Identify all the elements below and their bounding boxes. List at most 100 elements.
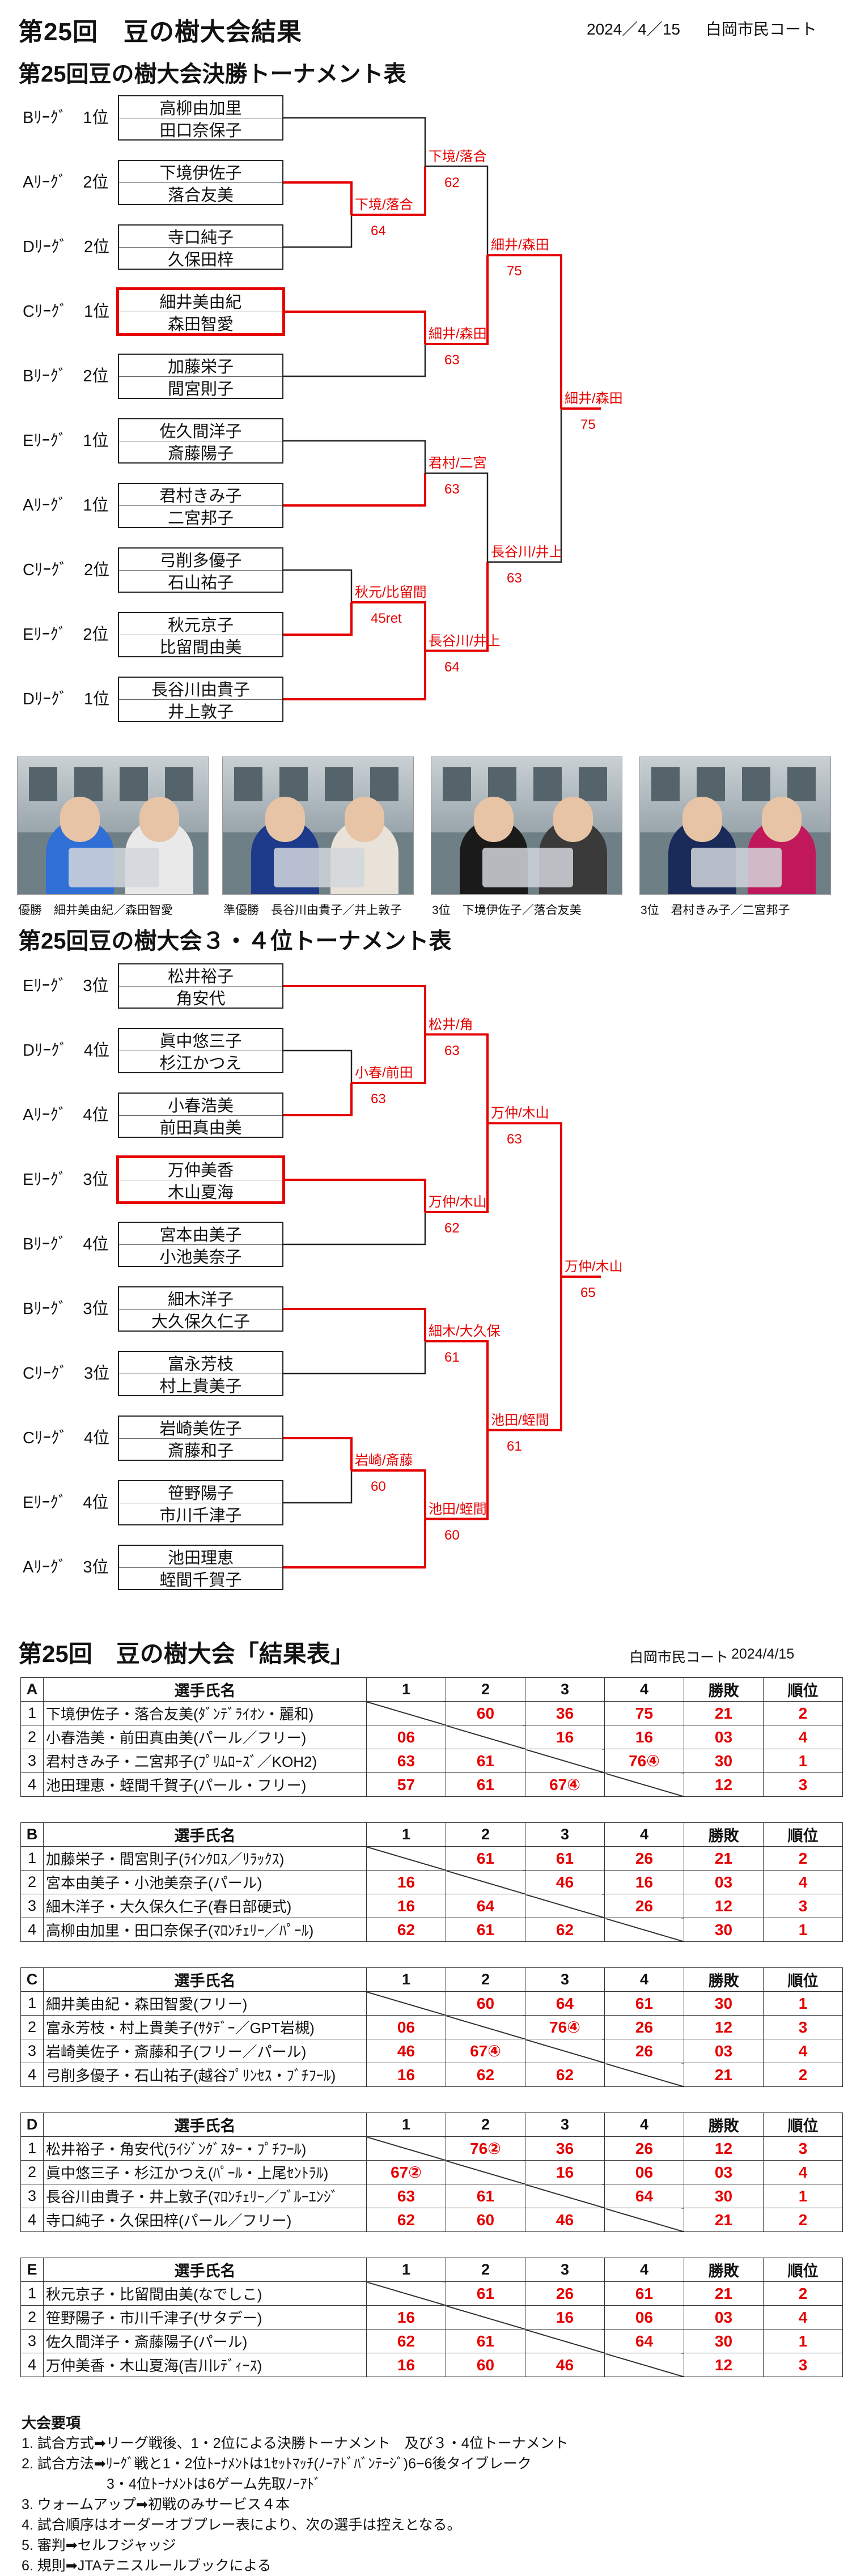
league-position: Bﾘｰｸﾞ 3位 <box>23 1300 109 1318</box>
winner-pair: 長谷川/井上 <box>491 544 563 560</box>
player-name: 斎藤和子 <box>119 1438 282 1460</box>
win-loss: 30 <box>684 2184 764 2208</box>
rank: 3 <box>763 1772 843 1797</box>
league-position: Aﾘｰｸﾞ 2位 <box>23 173 109 192</box>
score-cell: 62 <box>525 2063 605 2087</box>
pair-name: 小春浩美・前田真由美(パール／フリー) <box>43 1725 367 1749</box>
player-face <box>345 797 384 842</box>
col-opponent: 1 <box>366 1822 446 1847</box>
winner-pair: 万仲/木山 <box>565 1259 623 1274</box>
player-name: 杉江かつえ <box>119 1051 282 1073</box>
score-cell: 26 <box>525 2281 605 2306</box>
col-opponent: 3 <box>525 2258 605 2282</box>
pair-box: 宮本由美子小池美奈子 <box>118 1222 283 1267</box>
pair-name: 細井美由紀・森田智愛(フリー) <box>43 1991 367 2016</box>
player-name: 細井美由紀 <box>159 294 242 312</box>
match-score: 62 <box>444 1221 460 1236</box>
win-loss: 12 <box>684 2136 764 2161</box>
pair-name: 高柳由加里・田口奈保子(ﾏﾛﾝﾁｪﾘｰ／ﾊﾟｰﾙ) <box>43 1918 367 1942</box>
pair-box: 富永芳枝村上貴美子 <box>118 1351 283 1396</box>
bracket-line <box>283 1212 426 1246</box>
pair-box: 細井美由紀森田智愛 <box>116 287 285 336</box>
col-rank: 順位 <box>763 2258 843 2282</box>
player-name: 宮本由美子 <box>159 1226 242 1244</box>
window <box>443 767 471 801</box>
match-score: 60 <box>371 1479 386 1494</box>
winner-pair: 細木/大久保 <box>429 1324 501 1339</box>
score-cell: 76④ <box>604 1749 684 1773</box>
pair-name: 万仲美香・木山夏海(吉川ﾚﾃﾞｨｰｽ) <box>43 2353 367 2377</box>
pair-box: 高柳由加里田口奈保子 <box>118 95 283 141</box>
win-loss: 03 <box>684 2160 764 2184</box>
winner-path <box>283 1519 426 1568</box>
win-loss: 12 <box>684 1772 764 1797</box>
pair-name: 寺口純子・久保田梓(パール／フリー) <box>43 2208 367 2232</box>
col-opponent: 3 <box>525 2112 605 2137</box>
match-score: 60 <box>444 1527 460 1543</box>
rank: 3 <box>763 1894 843 1918</box>
score-cell: 67② <box>366 2160 446 2184</box>
match-score: 63 <box>444 1043 460 1059</box>
winner-pair: 小春/前田 <box>355 1065 413 1081</box>
match-score: 45ret <box>371 611 402 626</box>
pair-name: 秋元京子・比留間由美(なでしこ) <box>43 2281 367 2306</box>
league-position: Bﾘｰｸﾞ 2位 <box>23 367 109 385</box>
row-number: 4 <box>20 1918 44 1942</box>
player-name: 木山夏海 <box>119 1180 282 1202</box>
rank: 3 <box>763 2353 843 2377</box>
pair-box: 眞中悠三子杉江かつえ <box>118 1028 283 1073</box>
row-number: 1 <box>20 2136 44 2161</box>
score-cell: 06 <box>604 2160 684 2184</box>
self-match-cell <box>525 2039 605 2063</box>
league-id: C <box>20 1967 44 1992</box>
league-position: Aﾘｰｸﾞ 4位 <box>23 1106 109 1124</box>
league-position: Cﾘｰｸﾞ 4位 <box>23 1429 110 1447</box>
score-cell: 26 <box>604 2136 684 2161</box>
rank: 1 <box>763 1991 843 2016</box>
winner-path <box>283 1083 353 1116</box>
league-id: B <box>20 1822 44 1847</box>
winner-path <box>283 1308 426 1341</box>
player-name: 村上貴美子 <box>119 1374 282 1396</box>
prize-bag <box>274 848 364 887</box>
bracket-line <box>283 1470 353 1504</box>
league-position: Dﾘｰｸﾞ 1位 <box>23 690 110 708</box>
col-opponent: 1 <box>366 1967 446 1992</box>
col-opponent: 4 <box>604 1677 684 1702</box>
bracket-line <box>283 215 353 248</box>
score-cell: 16 <box>525 2160 605 2184</box>
col-opponent: 4 <box>604 1822 684 1847</box>
match-score: 64 <box>371 223 386 239</box>
score-cell: 62 <box>446 2063 525 2087</box>
pair-box: 池田理恵蛭間千賀子 <box>118 1545 283 1590</box>
col-name: 選手氏名 <box>43 1822 367 1847</box>
match-score: 64 <box>444 659 460 675</box>
row-number: 1 <box>20 2281 44 2306</box>
score-cell: 36 <box>525 2136 605 2161</box>
pair-name: 眞中悠三子・杉江かつえ(ﾊﾟｰﾙ・上尾ｾﾝﾄﾗﾙ) <box>43 2160 367 2184</box>
player-name: 蛭間千賀子 <box>119 1567 282 1589</box>
score-cell: 61 <box>446 1772 525 1797</box>
rule-item: 4. 試合順序はオーダーオブプレー表により、次の選手は控えとなる。 <box>22 2517 461 2533</box>
self-match-cell <box>525 2329 605 2353</box>
row-number: 3 <box>20 1894 44 1918</box>
row-number: 3 <box>20 1749 44 1773</box>
player-name: 田口奈保子 <box>119 118 282 140</box>
pair-box: 万仲美香木山夏海 <box>116 1155 285 1204</box>
league-id: E <box>20 2258 44 2282</box>
col-name: 選手氏名 <box>43 2112 367 2137</box>
pair-box: 松井裕子角安代 <box>118 963 283 1009</box>
rank: 1 <box>763 2184 843 2208</box>
league-position: Bﾘｰｸﾞ 4位 <box>23 1235 109 1253</box>
pair-box: 君村きみ子二宮邦子 <box>118 483 283 528</box>
row-number: 3 <box>20 2184 44 2208</box>
